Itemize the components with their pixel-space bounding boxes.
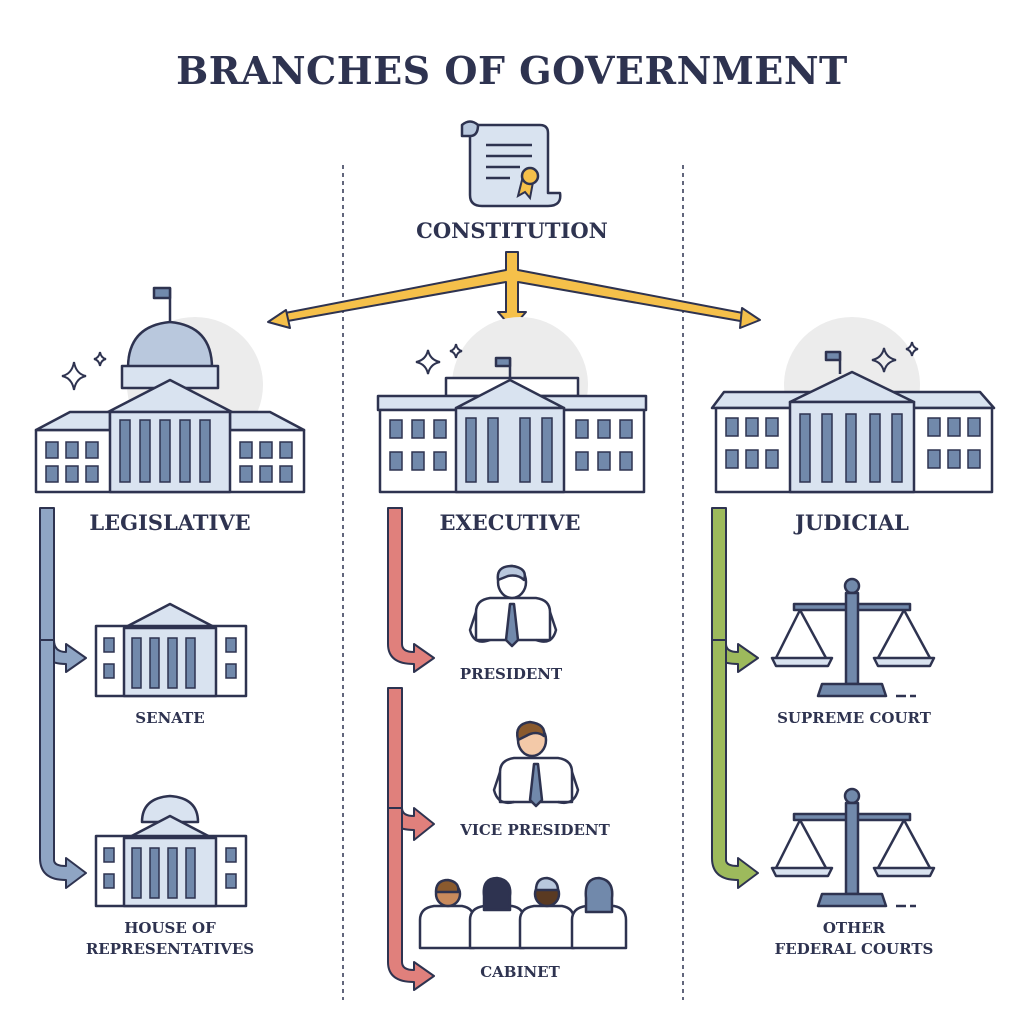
branch-label-legislative: LEGISLATIVE <box>89 510 251 535</box>
senate-label: SENATE <box>135 709 205 727</box>
branch-label-judicial: JUDICIAL <box>795 510 909 535</box>
sparkle-icon <box>871 341 919 373</box>
sparkle-icon <box>415 343 463 375</box>
arrow-to-federal-courts <box>711 639 759 889</box>
arrow-to-cabinet <box>387 807 435 991</box>
branch-label-executive: EXECUTIVE <box>439 510 581 535</box>
vice-president-label: VICE PRESIDENT <box>460 821 610 839</box>
president-label: PRESIDENT <box>459 665 563 683</box>
supreme-court-label: SUPREME COURT <box>777 709 931 727</box>
sparkle-icon <box>61 351 107 391</box>
house-label: HOUSE OF REPRESENTATIVES <box>85 919 255 958</box>
federal-courts-label: OTHER FEDERAL COURTS <box>774 919 934 958</box>
arrow-to-president <box>387 507 435 673</box>
constitution-label: CONSTITUTION <box>416 218 608 243</box>
arrow-to-house <box>39 639 87 889</box>
diagram-title: BRANCHES OF GOVERNMENT <box>176 48 848 93</box>
cabinet-label: CABINET <box>480 963 560 981</box>
